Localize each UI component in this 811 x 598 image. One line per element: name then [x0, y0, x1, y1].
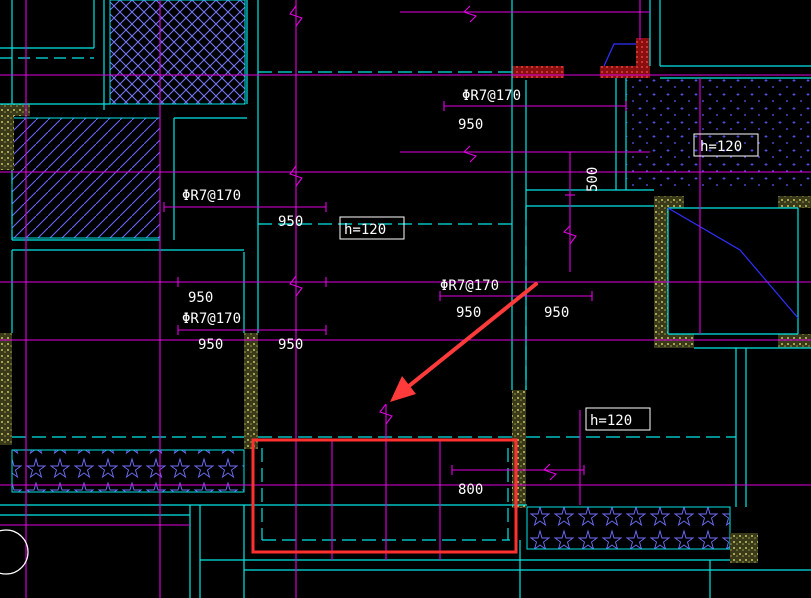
slab-thickness-box-top-right	[693, 133, 759, 157]
slab-thickness-center: h=120	[344, 222, 386, 238]
wall-right-box-bottom	[778, 334, 811, 348]
star-hatch-region-left	[11, 449, 245, 493]
slab-thickness-top-right: h=120	[700, 139, 742, 155]
rebar-spec-label-c: ΦR7@170	[440, 278, 499, 294]
wall-right-box-left	[654, 196, 668, 348]
wall-center-right	[512, 390, 526, 508]
slab-thickness-lower-right: h=120	[590, 413, 632, 429]
wall-right-box-right	[778, 196, 811, 208]
blue-diagonal-line	[667, 207, 799, 319]
wall-left-top-cap	[0, 104, 30, 116]
length-label-b: 950	[278, 214, 303, 230]
wall-bottom-right-column	[730, 533, 758, 563]
wall-bottom-left	[654, 334, 694, 348]
arrow-icon	[390, 282, 538, 402]
wall-center-left	[244, 333, 258, 449]
red-column-top	[636, 38, 650, 78]
length-label-e: 950	[544, 305, 569, 321]
slab-thickness-box-center	[339, 216, 405, 240]
rebar-spec-label-b: ΦR7@170	[182, 188, 241, 204]
length-label-g: 950	[278, 337, 303, 353]
slab-thickness-box-lower-right	[585, 407, 651, 431]
star-hatch-region-right	[526, 506, 731, 550]
break-line-icon	[289, 5, 577, 481]
grid-bubble-circle	[0, 529, 29, 575]
rebar-spec-label-d: ΦR7@170	[182, 311, 241, 327]
length-label-c: 950	[188, 290, 213, 306]
length-label-a: 950	[458, 117, 483, 133]
length-label-h: 800	[458, 482, 483, 498]
length-label-d: 950	[456, 305, 481, 321]
hatch-region-top	[109, 0, 246, 105]
highlight-rectangle[interactable]	[251, 438, 518, 554]
blue-corner-mark	[603, 43, 636, 67]
hatch-region-left	[11, 117, 161, 239]
length-label-f: 950	[198, 337, 223, 353]
wall-left-top	[0, 104, 14, 170]
red-beam-top-1	[512, 66, 564, 78]
wall-left-mid	[0, 333, 12, 445]
vertical-dimension-label: 500	[585, 167, 601, 192]
rebar-spec-label-a: ΦR7@170	[462, 88, 521, 104]
wall-right-box-top	[654, 196, 684, 208]
